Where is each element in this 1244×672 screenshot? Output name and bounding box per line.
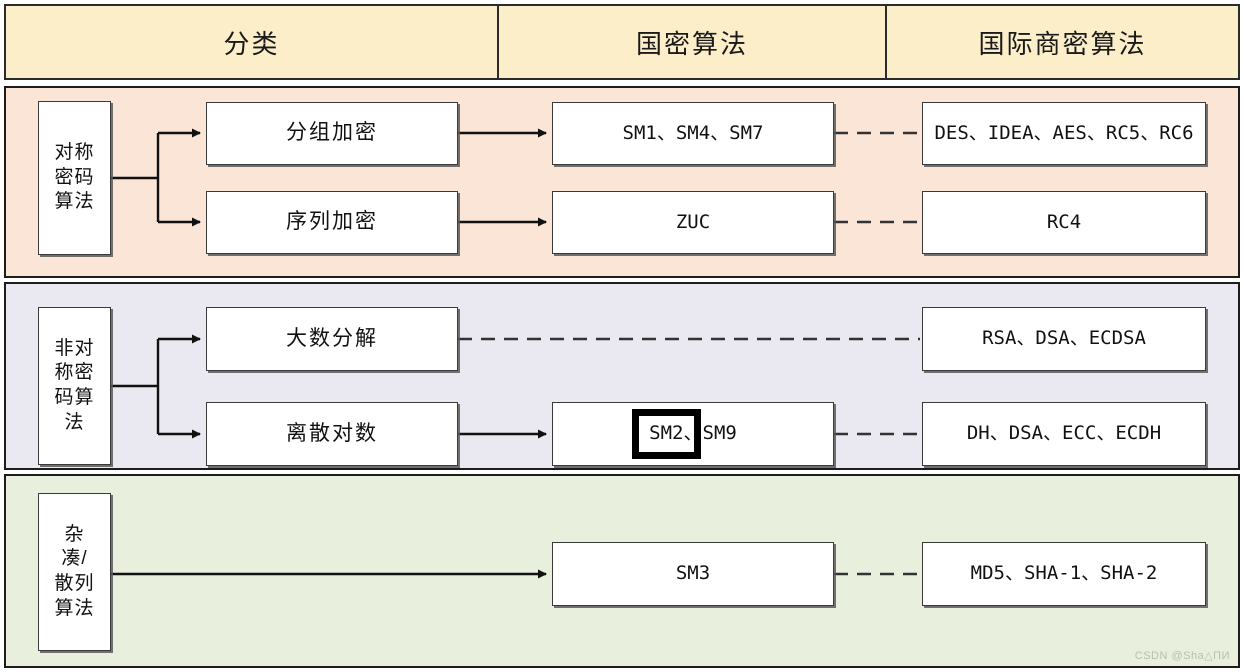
header-cell-category: 分类 [6,6,499,78]
sm2-highlighted-text: SM2、 [649,422,703,445]
subcategory-stream-cipher: 序列加密 [206,191,458,254]
subcategory-discrete-log: 离散对数 [206,402,458,466]
international-algo-stream-cipher: RC4 [922,191,1206,254]
international-algo-hash: MD5、SHA-1、SHA-2 [922,542,1206,606]
subcategory-block-cipher: 分组加密 [206,102,458,165]
header-cell-international: 国际商密算法 [978,28,1147,59]
national-algo-hash: SM3 [552,542,834,606]
national-algo-block-cipher: SM1、SM4、SM7 [552,102,834,165]
international-algo-block-cipher: DES、IDEA、AES、RC5、RC6 [922,102,1206,165]
category-label-symmetric: 对称密码算法 [38,101,111,255]
international-algo-integer-factorization: RSA、DSA、ECDSA [922,307,1206,371]
sm9-text: SM9 [702,422,737,445]
national-algo-stream-cipher: ZUC [552,191,834,254]
international-algo-discrete-log: DH、DSA、ECC、ECDH [922,402,1206,466]
watermark: CSDN @Sha△ПИ [1134,650,1230,662]
sm2-highlight-box [632,409,701,459]
category-label-hash: 杂凑/散列算法 [38,493,111,651]
category-label-asymmetric: 非对称密码算法 [38,307,111,465]
table-header: 分类 国密算法 国际商密算法 [4,4,1240,80]
subcategory-integer-factorization: 大数分解 [206,307,458,371]
header-cell-national: 国密算法 [499,6,887,78]
